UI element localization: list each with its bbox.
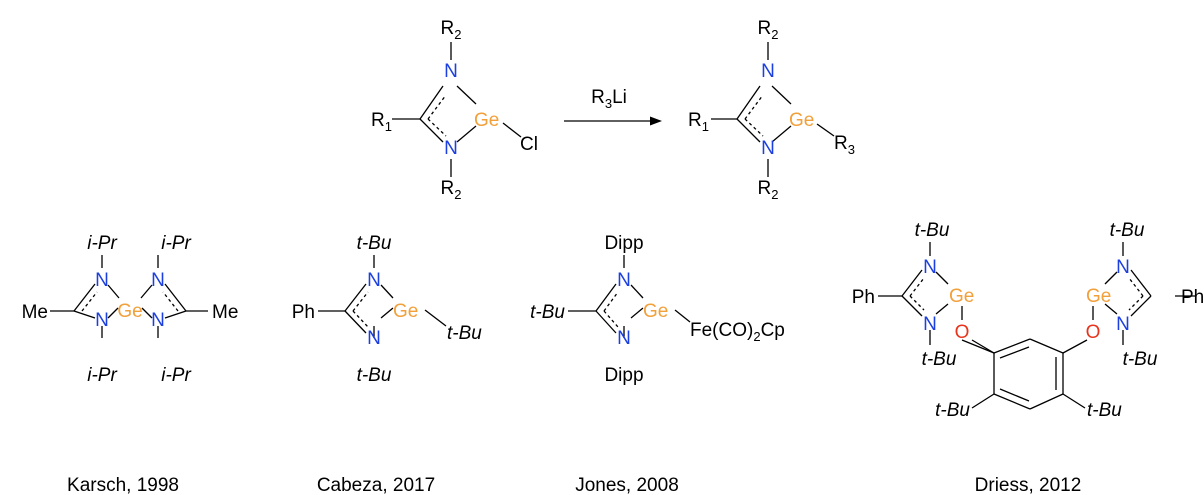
caption-driess: Driess, 2012 <box>975 475 1082 495</box>
r3-label: R3 <box>834 133 855 157</box>
nitrogen-right-top-atom: N <box>1116 257 1130 278</box>
compound-cabeza: t-Bu N Ph Ge t-Bu N t-Bu <box>292 233 483 386</box>
nitrogen-left-bottom-atom: N <box>923 314 937 335</box>
product-nitrogen-bottom-atom: N <box>761 138 775 159</box>
oxygen-right-atom: O <box>1086 322 1101 343</box>
tbu-left-top-label: t-Bu <box>915 220 950 241</box>
nitrogen-atom-3: N <box>95 310 109 331</box>
iron-carbonyl-cp-label: Fe(CO)2Cp <box>690 320 785 344</box>
germanium-atom: Ge <box>643 301 668 322</box>
nitrogen-atom-4: N <box>151 310 165 331</box>
caption-jones: Jones, 2008 <box>575 475 679 495</box>
r2-bottom-label: R2 <box>441 178 462 202</box>
nitrogen-bottom-atom: N <box>367 328 381 349</box>
tbu-ring-left-label: t-Bu <box>935 400 970 421</box>
product-structure: R2 N R1 Ge R3 N R2 <box>688 18 855 202</box>
captions: Karsch, 1998 Cabeza, 2017 Jones, 2008 Dr… <box>67 475 1081 495</box>
caption-cabeza: Cabeza, 2017 <box>317 475 435 495</box>
phenyl-right-label: Ph <box>1181 287 1204 308</box>
nitrogen-atom-2: N <box>151 270 165 291</box>
nitrogen-right-bottom-atom: N <box>1116 314 1130 335</box>
germanium-atom: Ge <box>117 301 142 322</box>
ipr-bottom-left-label: i-Pr <box>87 365 117 386</box>
tbu-left-bottom-label: t-Bu <box>922 349 957 370</box>
compound-karsch: i-Pr i-Pr N N Me Ge Me N N i-Pr i-Pr <box>22 233 239 386</box>
nitrogen-bottom-atom: N <box>444 138 458 159</box>
product-r2-top-label: R2 <box>758 18 779 42</box>
nitrogen-atom-1: N <box>95 270 109 291</box>
nitrogen-top-atom: N <box>444 61 458 82</box>
compound-jones: Dipp N t-Bu Ge Fe(CO)2Cp N Dipp <box>530 233 785 386</box>
germanium-atom: Ge <box>393 301 418 322</box>
germanium-atom: Ge <box>474 110 499 131</box>
tbu-ring-right-label: t-Bu <box>1087 400 1122 421</box>
dipp-top-label: Dipp <box>604 233 643 254</box>
methyl-right-label: Me <box>212 302 238 323</box>
tbu-top-label: t-Bu <box>357 233 392 254</box>
reaction-scheme: R2 N R1 Ge Cl N R2 R3Li R2 N <box>371 18 855 202</box>
ipr-bottom-right-label: i-Pr <box>161 365 191 386</box>
ipr-top-right-label: i-Pr <box>161 233 191 254</box>
phenyl-label: Ph <box>292 302 315 323</box>
tbu-label: t-Bu <box>530 302 565 323</box>
reactant-structure: R2 N R1 Ge Cl N R2 <box>371 18 538 202</box>
nitrogen-bottom-atom: N <box>617 328 631 349</box>
compound-driess: t-Bu N Ph Ge N O t-Bu t-Bu N Ph Ge N O t… <box>852 220 1204 421</box>
reaction-arrow: R3Li <box>564 87 662 126</box>
nitrogen-top-atom: N <box>617 270 631 291</box>
caption-karsch: Karsch, 1998 <box>67 475 179 495</box>
chlorine-atom: Cl <box>520 134 538 155</box>
product-r1-label: R1 <box>688 110 709 134</box>
germanium-right-atom: Ge <box>1086 286 1111 307</box>
tbu-bottom-label: t-Bu <box>357 365 392 386</box>
tbu-germanium-label: t-Bu <box>447 323 482 344</box>
oxygen-left-atom: O <box>955 322 970 343</box>
nitrogen-top-atom: N <box>367 270 381 291</box>
dipp-bottom-label: Dipp <box>604 365 643 386</box>
nitrogen-left-top-atom: N <box>923 257 937 278</box>
tbu-right-bottom-label: t-Bu <box>1123 349 1158 370</box>
tbu-right-top-label: t-Bu <box>1110 220 1145 241</box>
reagent-label: R3Li <box>591 87 627 111</box>
phenyl-left-label: Ph <box>852 287 875 308</box>
r1-label: R1 <box>371 110 392 134</box>
product-r2-bottom-label: R2 <box>758 178 779 202</box>
product-nitrogen-top-atom: N <box>761 61 775 82</box>
ipr-top-left-label: i-Pr <box>87 233 117 254</box>
methyl-left-label: Me <box>22 302 48 323</box>
germanium-left-atom: Ge <box>949 286 974 307</box>
r2-top-label: R2 <box>441 18 462 42</box>
product-germanium-atom: Ge <box>789 110 814 131</box>
